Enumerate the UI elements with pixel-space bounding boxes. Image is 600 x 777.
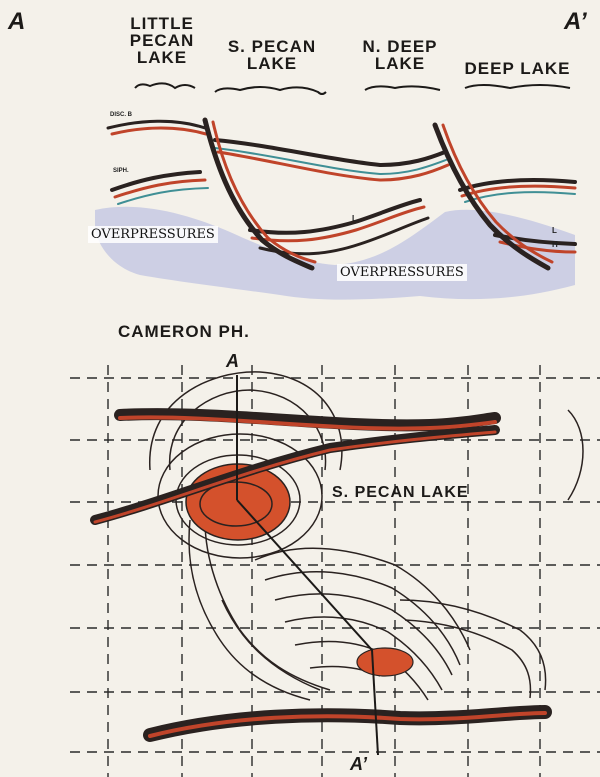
horizon-label-disc-b: DISC. B xyxy=(110,112,133,118)
map-line-end-label: A’ xyxy=(350,754,368,774)
overpressure-zone xyxy=(95,206,575,300)
fault-mark-right-l: L xyxy=(552,226,557,235)
secondary-dome-high xyxy=(356,647,414,677)
field-label-s-pecan-lake: S. PECAN LAKE xyxy=(227,37,317,73)
section-start-label: A xyxy=(8,8,26,35)
map-field-label-s-pecan-lake: S. PECAN LAKE xyxy=(332,484,469,501)
horizon-label-siph: SIPH. xyxy=(113,168,129,174)
section-end-label: A’ xyxy=(564,8,587,35)
faults xyxy=(202,117,554,271)
structure-contours xyxy=(149,371,584,701)
map-title: CAMERON PH. xyxy=(118,322,250,341)
field-brackets xyxy=(134,82,571,95)
field-label-little-pecan-lake: LITTLE PECAN LAKE xyxy=(129,14,195,67)
fault-mark-right-h: H xyxy=(552,240,558,249)
cross-section xyxy=(95,82,577,300)
overpressures-label-right: OVERPRESSURES xyxy=(337,264,467,281)
section-line-a-a-prime xyxy=(236,375,379,756)
field-label-n-deep-lake: N. DEEP LAKE xyxy=(362,37,438,73)
map-faults xyxy=(90,408,552,742)
fault-mark-left-l: L xyxy=(352,214,357,223)
map-line-start-label: A xyxy=(226,351,239,371)
overpressures-label-left: OVERPRESSURES xyxy=(88,226,218,243)
field-label-deep-lake: DEEP LAKE xyxy=(464,59,571,78)
map-grid xyxy=(70,365,600,777)
structure-map xyxy=(70,365,600,777)
